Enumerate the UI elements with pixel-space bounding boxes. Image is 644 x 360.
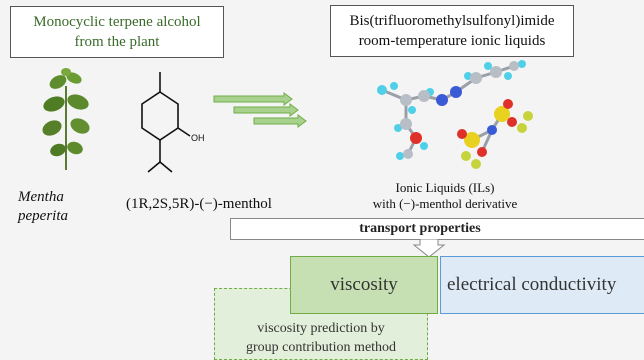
reaction-arrows — [213, 92, 307, 128]
menthol-structure-icon: OH — [141, 72, 205, 173]
viscosity-box: viscosity — [290, 256, 438, 314]
menthol-label: (1R,2S,5R)-(−)-menthol — [126, 196, 272, 212]
hydroxyl-label: OH — [191, 133, 205, 143]
terpene-title-line2: from the plant — [74, 34, 160, 50]
ionic-liquid-title-line1: Bis(trifluoromethylsulfonyl)imide — [349, 13, 555, 29]
ionic-liquids-line1: Ionic Liquids (ILs) — [395, 180, 495, 195]
ionic-liquid-title-box: Bis(trifluoromethylsulfonyl)imide room-t… — [330, 5, 574, 57]
ionic-liquid-model-icon — [377, 60, 533, 169]
transport-properties-box: transport properties — [230, 218, 644, 240]
arrow-1-icon — [213, 92, 293, 106]
plant-name: Mentha peperita — [18, 188, 68, 226]
ionic-liquid-title-line2: room-temperature ionic liquids — [358, 33, 546, 49]
arrow-3-icon — [253, 114, 307, 128]
plant-name-line1: Mentha — [18, 189, 64, 205]
arrow-2-icon — [233, 103, 299, 117]
electrical-conductivity-box: electrical conductivity — [440, 256, 644, 314]
plant-name-line2: peperita — [18, 208, 68, 224]
terpene-title-box: Monocyclic terpene alcohol from the plan… — [10, 6, 224, 58]
viscosity-prediction-line2: group contribution method — [245, 340, 397, 355]
transport-down-arrow-icon — [412, 239, 446, 258]
viscosity-prediction-line1: viscosity prediction by — [257, 321, 385, 336]
ionic-liquids-line2: with (−)-menthol derivative — [372, 196, 518, 211]
mentha-plant-icon — [42, 68, 90, 170]
terpene-title-line1: Monocyclic terpene alcohol — [33, 14, 201, 30]
ionic-liquids-label: Ionic Liquids (ILs) with (−)-menthol der… — [355, 180, 535, 212]
